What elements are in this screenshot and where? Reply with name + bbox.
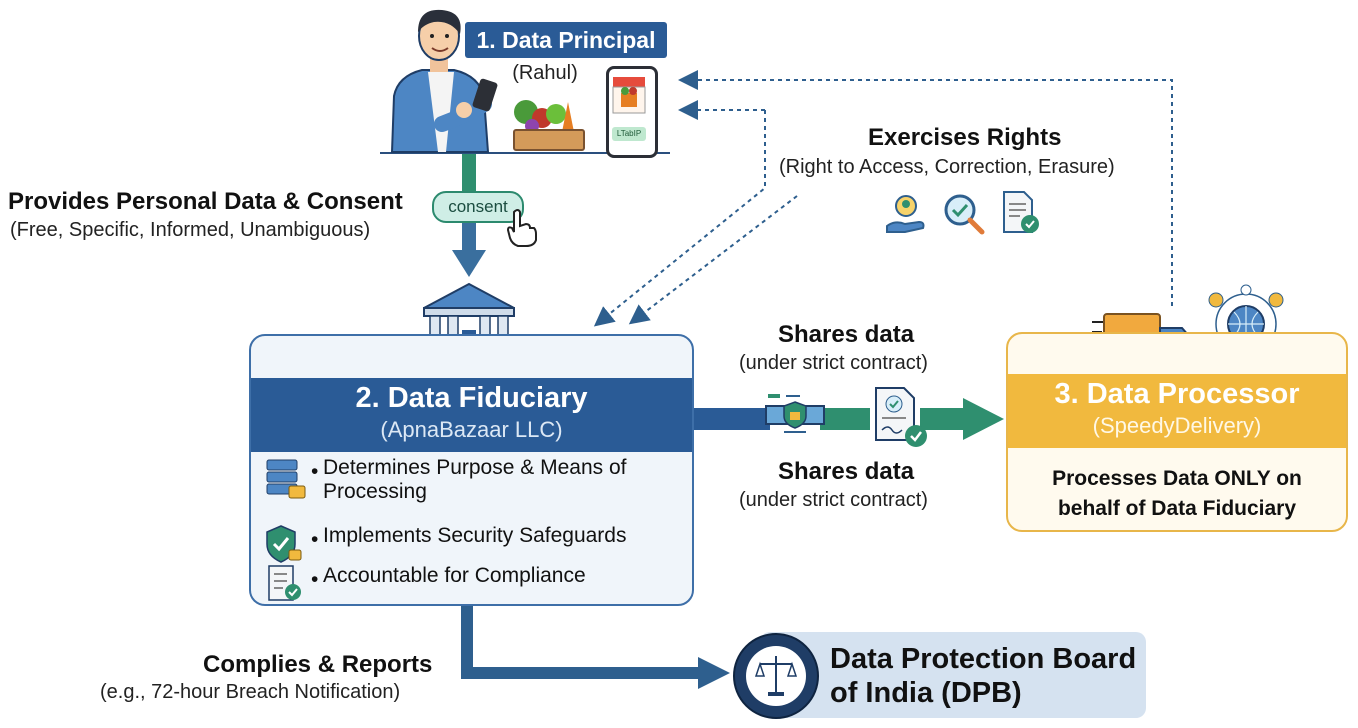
report-arrow [461,602,730,689]
document-check-icon [1003,191,1039,233]
processor-subtitle: (SpeedyDelivery) [1092,413,1262,438]
shield-check-icon [266,525,302,563]
processor-description: Processes Data ONLY on behalf of Data Fi… [1008,464,1346,524]
dpb-seal-icon [733,633,819,719]
dpb-title-line2: of India (DPB) [830,677,1022,709]
reports-title: Complies & Reports [203,651,433,678]
reports-subtitle: (e.g., 72-hour Breach Notification) [100,681,401,703]
consent-arrow [452,152,486,277]
secure-pipe-icon [765,394,825,433]
person-illustration [390,9,498,153]
bullet-icon: • [311,460,319,483]
consent-button[interactable]: consent [432,191,524,223]
list-item: • Accountable for Compliance [265,564,685,601]
dpb-title: Data Protection Board of India (DPB) [830,642,1136,710]
processor-description-line1: Processes Data ONLY on [1052,467,1302,490]
duty-label: Accountable for Compliance [323,564,586,587]
rights-dotted-arrows [593,70,1173,327]
fiduciary-panel: 2. Data Fiduciary (ApnaBazaar LLC) • Det… [249,334,694,606]
duty-label: Implements Security Safeguards [323,524,627,547]
processor-title: 3. Data Processor [1054,378,1300,410]
dpb-title-line1: Data Protection Board [830,643,1137,675]
rights-title: Exercises Rights [868,124,1062,151]
checklist-icon [268,565,301,601]
list-item: • Determines Purpose & Means of Processi… [265,456,685,520]
fiduciary-duties-list: • Determines Purpose & Means of Processi… [265,456,685,604]
rights-subtitle: (Right to Access, Correction, Erasure) [779,156,1115,178]
shop-icon [612,77,646,114]
share-arrow [690,398,1004,440]
consent-title: Provides Personal Data & Consent [8,188,403,215]
fiduciary-subtitle: (ApnaBazaar LLC) [380,417,563,442]
bullet-icon: • [311,528,319,551]
pointer-hand-icon [506,209,537,247]
share-top-title: Shares data [778,321,915,348]
processor-header: 3. Data Processor (SpeedyDelivery) [1008,374,1346,448]
magnifier-check-icon [944,194,985,235]
app-label: LTabIP [612,127,646,141]
principal-panel [380,22,670,154]
dpb-panel [760,632,1146,718]
share-top-subtitle: (under strict contract) [739,352,928,374]
fiduciary-header: 2. Data Fiduciary (ApnaBazaar LLC) [251,378,692,452]
shop-app-phone: LTabIP [606,66,658,158]
server-lock-icon [266,459,306,499]
contract-document-icon [875,387,927,447]
list-item: • Implements Security Safeguards [265,524,685,563]
processor-panel: 3. Data Processor (SpeedyDelivery) Proce… [1006,332,1348,532]
principal-subtitle: (Rahul) [512,62,578,84]
fiduciary-title: 2. Data Fiduciary [355,382,588,414]
duty-label: Determines Purpose & Means of Processing [323,456,627,503]
vegetable-basket-icon [513,100,585,151]
bullet-icon: • [311,568,319,591]
consent-subtitle: (Free, Specific, Informed, Unambiguous) [10,219,371,241]
hand-user-icon [886,195,925,233]
processor-description-line2: behalf of Data Fiduciary [1057,497,1297,520]
share-bottom-subtitle: (under strict contract) [739,489,928,511]
share-bottom-title: Shares data [778,458,915,485]
principal-title: 1. Data Principal [465,22,667,58]
